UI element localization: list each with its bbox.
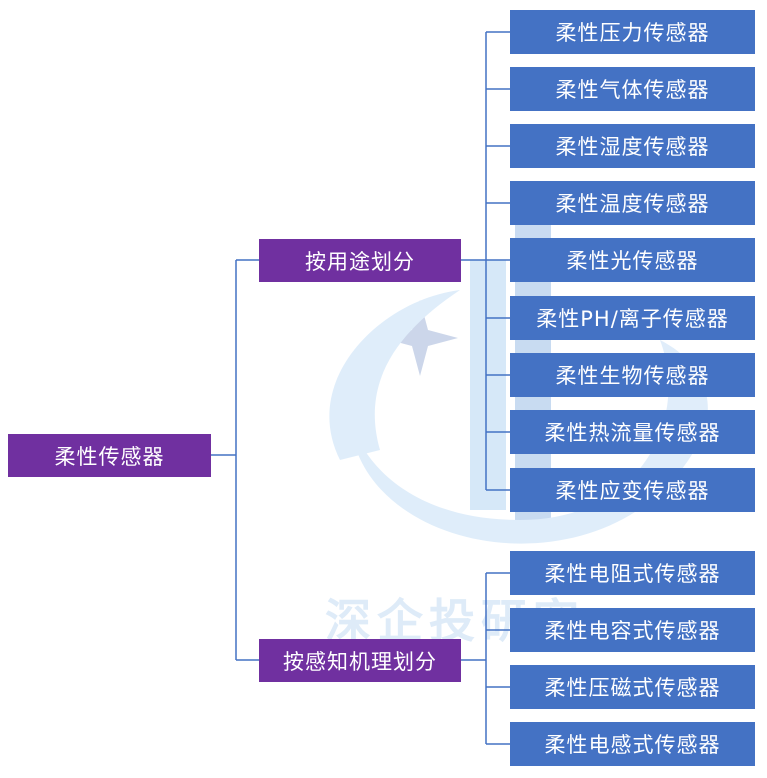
leaf-node: 柔性气体传感器 — [510, 67, 755, 111]
leaf-node: 柔性温度传感器 — [510, 181, 755, 225]
leaf-node: 柔性热流量传感器 — [510, 410, 755, 454]
leaf-node: 柔性电阻式传感器 — [510, 551, 755, 595]
leaf-node: 柔性应变传感器 — [510, 468, 755, 512]
branch-node-by-mechanism: 按感知机理划分 — [259, 639, 461, 682]
leaf-node: 柔性压磁式传感器 — [510, 665, 755, 709]
root-node: 柔性传感器 — [8, 434, 211, 477]
leaf-node: 柔性生物传感器 — [510, 353, 755, 397]
leaf-node: 柔性湿度传感器 — [510, 124, 755, 168]
leaf-node: 柔性光传感器 — [510, 238, 755, 282]
leaf-node: 柔性电感式传感器 — [510, 722, 755, 766]
leaf-node: 柔性PH/离子传感器 — [510, 296, 755, 340]
branch-node-by-use: 按用途划分 — [259, 239, 461, 282]
leaf-node: 柔性压力传感器 — [510, 10, 755, 54]
leaf-node: 柔性电容式传感器 — [510, 608, 755, 652]
